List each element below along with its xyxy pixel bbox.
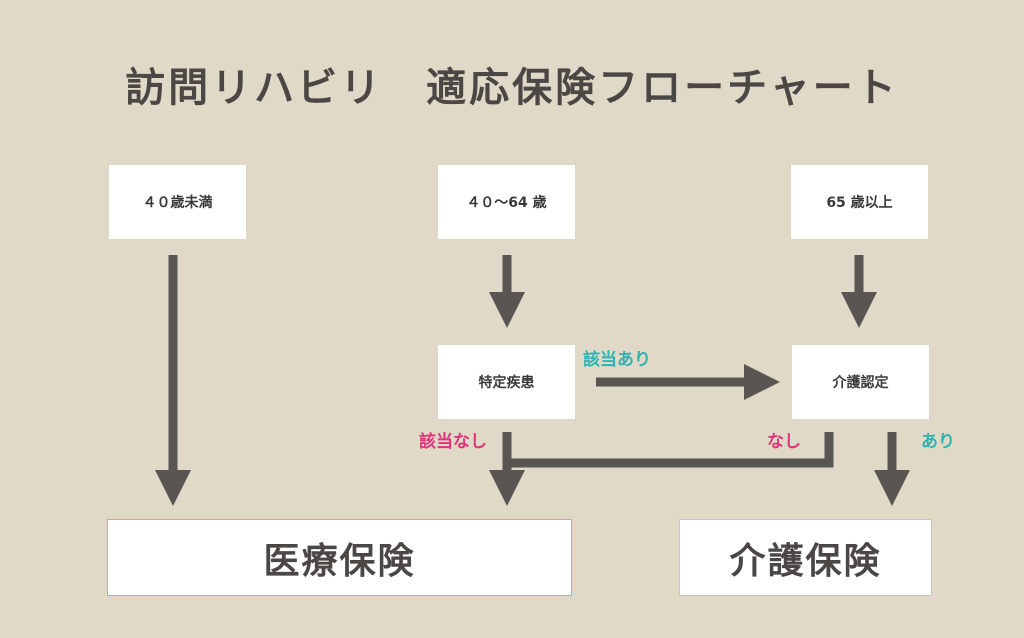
line-certification-none-to-medical [507,432,834,468]
node-medical-insurance: 医療保険 [107,519,572,596]
label-not-applicable: 該当なし [419,432,487,452]
node-age-40-to-64: ４０～64 歳 [438,165,575,239]
node-over-65: 65 歳以上 [791,165,928,239]
page-title: 訪問リハビリ 適応保険フローチャート [125,65,899,111]
label-applicable: 該当あり [583,350,651,370]
node-care-insurance: 介護保険 [679,519,932,596]
label-yes: あり [921,432,955,452]
node-specific-disease: 特定疾患 [438,345,575,419]
node-under-40: ４０歳未満 [109,165,246,239]
node-care-certification: 介護認定 [792,345,929,419]
label-none: なし [767,432,801,452]
